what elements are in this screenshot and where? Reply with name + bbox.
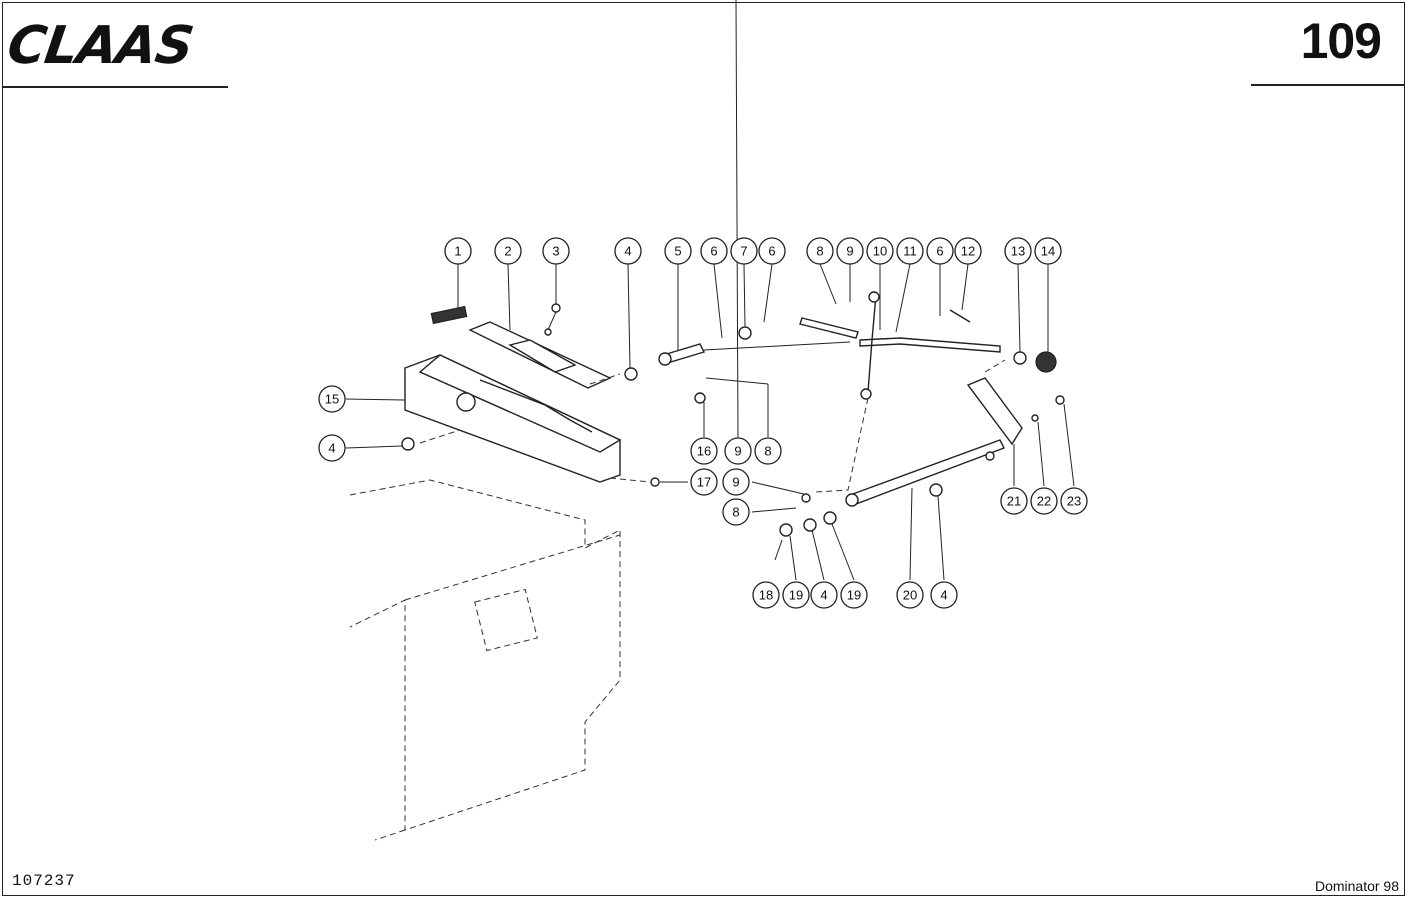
callout-17: 17	[690, 468, 718, 496]
svg-text:8: 8	[816, 244, 823, 259]
callout-6c: 6	[926, 237, 954, 265]
svg-text:19: 19	[789, 588, 803, 603]
callout-8a: 8	[806, 237, 834, 265]
spring	[949, 309, 971, 323]
callout-8c: 8	[722, 498, 750, 526]
logo-underline	[2, 86, 228, 88]
screw	[544, 303, 561, 336]
svg-text:16: 16	[697, 444, 711, 459]
cross-shaft	[845, 377, 1023, 507]
callout-5: 5	[664, 237, 692, 265]
linkage-rod	[799, 291, 880, 400]
callout-4c: 4	[810, 581, 838, 609]
svg-text:9: 9	[732, 475, 739, 490]
svg-text:9: 9	[734, 444, 741, 459]
knob	[1035, 351, 1057, 373]
callout-23: 23	[1060, 487, 1088, 515]
svg-text:7: 7	[740, 244, 747, 259]
callout-6a: 6	[700, 237, 728, 265]
callout-14: 14	[1034, 237, 1062, 265]
callout-4: 4	[614, 237, 642, 265]
assembly-lines	[419, 359, 1006, 493]
callout-16: 16	[690, 437, 718, 465]
svg-text:18: 18	[759, 588, 773, 603]
svg-text:8: 8	[764, 444, 771, 459]
svg-text:4: 4	[328, 441, 335, 456]
svg-text:21: 21	[1007, 494, 1021, 509]
svg-text:20: 20	[903, 588, 917, 603]
leader-lines	[345, 0, 1075, 581]
svg-text:4: 4	[624, 244, 631, 259]
svg-text:10: 10	[873, 244, 887, 259]
svg-text:2: 2	[504, 244, 511, 259]
svg-text:3: 3	[552, 244, 559, 259]
callouts: 1 2 3 4 5 6 7 6 8 9 10 11 6 12 13 14 15 …	[318, 237, 1088, 609]
console-housing	[404, 354, 622, 483]
small-hardware	[401, 326, 1065, 561]
machine-body-outline	[349, 479, 621, 841]
callout-13: 13	[1004, 237, 1032, 265]
decal-plate	[430, 305, 468, 325]
svg-text:19: 19	[847, 588, 861, 603]
svg-text:6: 6	[710, 244, 717, 259]
callout-18: 18	[752, 581, 780, 609]
page-number-underline	[1251, 84, 1405, 86]
svg-text:12: 12	[961, 244, 975, 259]
model-name: Dominator 98	[1314, 878, 1399, 894]
svg-text:14: 14	[1041, 244, 1055, 259]
page-number: 109	[1300, 13, 1382, 69]
callout-9b: 9	[724, 437, 752, 465]
callout-1: 1	[444, 237, 472, 265]
svg-text:6: 6	[936, 244, 943, 259]
callout-15: 15	[318, 385, 346, 413]
svg-text:5: 5	[674, 244, 681, 259]
callout-8b: 8	[754, 437, 782, 465]
callout-22: 22	[1030, 487, 1058, 515]
callout-9c: 9	[722, 468, 750, 496]
callout-21: 21	[1000, 487, 1028, 515]
nut	[1013, 351, 1027, 365]
svg-text:22: 22	[1037, 494, 1051, 509]
svg-text:23: 23	[1067, 494, 1081, 509]
callout-4d: 4	[930, 581, 958, 609]
cover-plate	[468, 321, 612, 389]
callout-3: 3	[542, 237, 570, 265]
svg-text:11: 11	[903, 244, 917, 259]
svg-text:13: 13	[1011, 244, 1025, 259]
callout-6b: 6	[758, 237, 786, 265]
callout-20: 20	[896, 581, 924, 609]
svg-text:4: 4	[820, 588, 827, 603]
control-lever	[658, 337, 1001, 366]
drawing-number: 107237	[12, 872, 76, 890]
svg-text:15: 15	[325, 392, 339, 407]
svg-text:1: 1	[454, 244, 461, 259]
svg-text:4: 4	[940, 588, 947, 603]
callout-7: 7	[730, 237, 758, 265]
callout-19a: 19	[782, 581, 810, 609]
callout-19b: 19	[840, 581, 868, 609]
svg-text:8: 8	[732, 505, 739, 520]
svg-text:6: 6	[768, 244, 775, 259]
callout-2: 2	[494, 237, 522, 265]
callout-4b: 4	[318, 434, 346, 462]
callout-10: 10	[866, 237, 894, 265]
callout-12: 12	[954, 237, 982, 265]
svg-text:9: 9	[846, 244, 853, 259]
callout-9a: 9	[836, 237, 864, 265]
callout-11: 11	[896, 237, 924, 265]
svg-text:17: 17	[697, 475, 711, 490]
